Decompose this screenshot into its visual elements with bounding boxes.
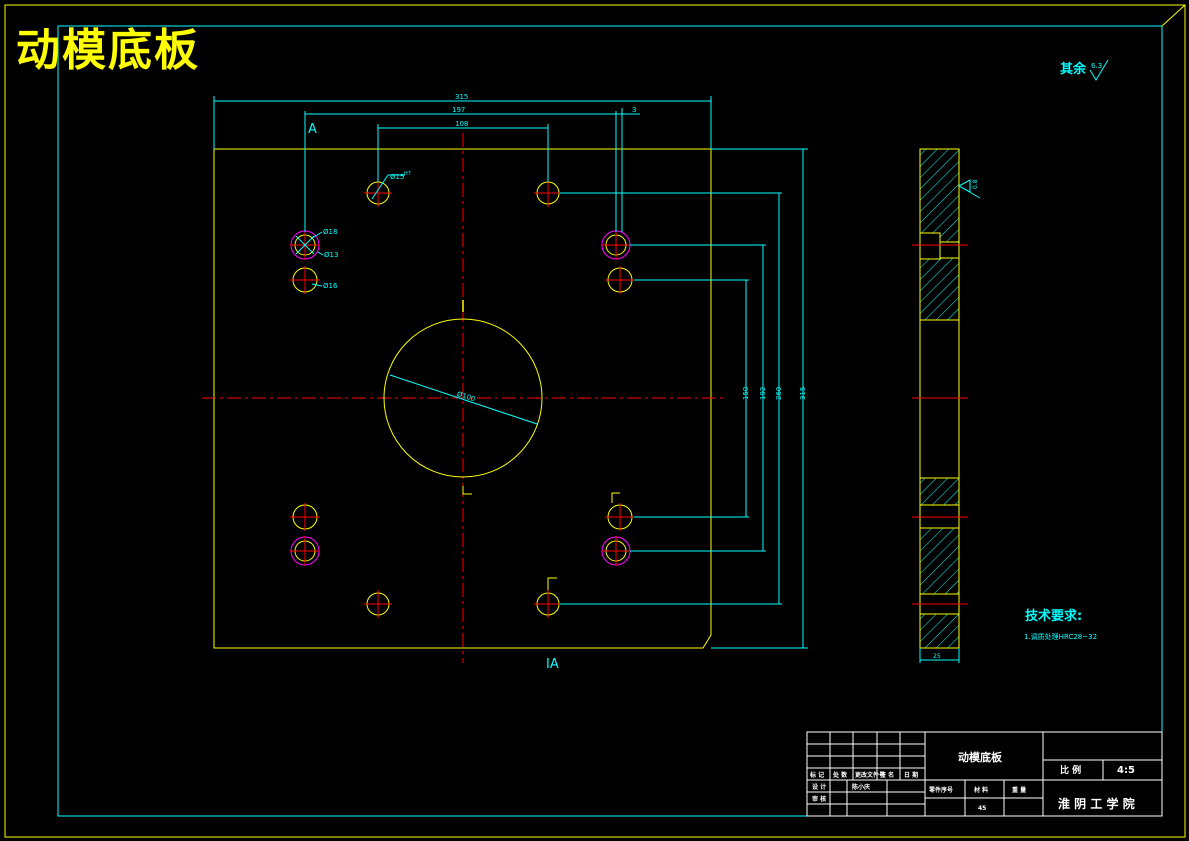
roughness-symbol — [1089, 59, 1109, 81]
dim-150: 150 — [742, 387, 750, 400]
tech-item-1: 1.调质处理HRC28~32 — [1024, 632, 1097, 641]
label-phi18: Ø18 — [323, 228, 337, 236]
roughness-value: 6.3 — [1091, 62, 1102, 70]
plate-outline — [213, 148, 712, 649]
scale-value: 4:5 — [1117, 765, 1135, 776]
roughness-note: 其余 — [1060, 61, 1087, 77]
dim-thickness: 25 — [933, 653, 941, 660]
label-phi15: Ø15 — [390, 173, 404, 181]
title-block-row-label-1: 处 数 — [832, 771, 848, 779]
dim-108: 108 — [455, 120, 468, 128]
outer-frame — [4, 4, 1186, 838]
weight-label: 重 量 — [1012, 786, 1026, 794]
title-block-row-label-3: 签 名 — [879, 771, 894, 779]
inner-frame — [57, 25, 1163, 817]
reviewer-label: 审 核 — [812, 795, 826, 803]
title-block-row-label-2: 更改文件号 — [855, 771, 885, 779]
section-mark-bottom: IA — [546, 657, 559, 672]
dim-197: 197 — [452, 106, 465, 114]
label-phi16: Ø16 — [323, 282, 338, 290]
side-roughness: 0.8 — [972, 179, 979, 189]
horizontal-dimensions — [213, 96, 712, 232]
tech-heading: 技术要求: — [1025, 608, 1082, 624]
dim-260: 260 — [775, 387, 783, 400]
dim-3: 3 — [632, 106, 636, 114]
part-no-label: 零件序号 — [928, 786, 953, 794]
title-block-row-label-4: 日 期 — [904, 771, 918, 779]
material-label: 材 料 — [973, 786, 988, 794]
side-section-view: 25 0.8 — [912, 148, 981, 663]
designer-label: 设 计 — [812, 783, 826, 791]
label-phi13: Ø13 — [324, 251, 338, 259]
label-phi15-fit: H7 — [404, 171, 411, 177]
dim-192: 192 — [759, 387, 767, 400]
vertical-dimensions — [560, 148, 808, 649]
dim-315-horizontal: 315 — [455, 93, 468, 101]
material-value: 45 — [978, 805, 986, 812]
designer-name: 陈小庆 — [852, 783, 870, 791]
title-block — [806, 731, 1163, 817]
scale-label: 比 例 — [1060, 764, 1081, 776]
section-mark-top: A — [308, 122, 317, 137]
label-phi100: Ø100 — [456, 390, 476, 403]
center-bore — [383, 318, 543, 478]
title-block-part-name: 动模底板 — [958, 750, 1003, 764]
title-block-row-label-0: 标 记 — [809, 771, 824, 779]
dim-315-vertical: 315 — [799, 387, 807, 400]
school-name: 淮 阴 工 学 院 — [1058, 796, 1135, 811]
drawing-title: 动模底板 — [16, 25, 200, 76]
front-view: Ø100 A IA — [202, 93, 808, 672]
